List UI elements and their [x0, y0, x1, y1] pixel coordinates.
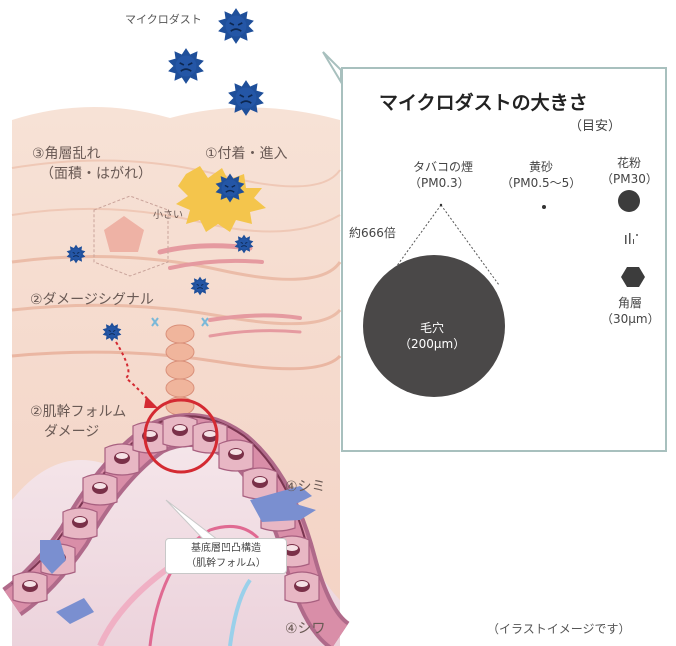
skin-trunk-damage-label: ②肌幹フォルム — [30, 404, 127, 420]
basal-structure-callout: 基底層凹凸構造 （肌幹フォルム） — [165, 538, 287, 574]
pore-size-label: （200μm） — [399, 337, 466, 351]
corneum-disorder-label: ③角層乱れ — [32, 146, 101, 162]
pollen-label: 花粉 — [617, 156, 642, 170]
melanocyte — [40, 540, 66, 574]
corneum-hexagon — [621, 267, 645, 287]
corneum-disorder-sublabel: （面積・はがれ） — [40, 166, 152, 182]
tobacco-label: タバコの煙 — [413, 160, 474, 174]
attach-enter-label: ①付着・進入 — [205, 146, 288, 162]
damage-highlight-circle — [143, 398, 219, 474]
tobacco-smoke-dot — [439, 203, 443, 207]
melanocyte — [250, 486, 316, 522]
panel-title: マイクロダストの大きさ — [379, 92, 588, 114]
yellow-sand-pm-label: （PM0.5〜5） — [501, 176, 582, 190]
small-label: 小さい — [153, 210, 183, 221]
basal-structure-sublabel: （肌幹フォルム） — [186, 558, 266, 569]
melanocyte — [56, 598, 94, 624]
pore-circle — [363, 255, 505, 397]
pore-label: 毛穴 — [420, 321, 445, 335]
spots-label: ④シミ — [285, 479, 326, 495]
corneum-label: 角層 — [618, 296, 643, 310]
panel-subtitle: （目安） — [569, 119, 622, 134]
size-comparison-panel: マイクロダストの大きさ （目安） タバコの煙 （PM0.3） 黄砂 （PM0.5… — [341, 67, 667, 452]
pollen-dot — [618, 190, 640, 212]
tobacco-pm-label: （PM0.3） — [409, 176, 470, 190]
pollen-pm-label: （PM30） — [601, 172, 658, 186]
micro-dust-label: マイクロダスト — [125, 13, 202, 26]
wrinkles-label: ④シワ — [285, 621, 326, 637]
illustration-footnote: （イラストイメージです） — [487, 622, 631, 636]
damage-signal-label: ②ダメージシグナル — [30, 292, 154, 308]
skin-trunk-damage-sublabel: ダメージ — [44, 424, 100, 440]
yellow-sand-label: 黄砂 — [529, 160, 554, 174]
basal-structure-label: 基底層凹凸構造 — [191, 543, 261, 554]
corneum-size-label: （30μm） — [601, 312, 660, 326]
yellow-sand-dot — [542, 205, 546, 209]
scale-marks — [625, 233, 638, 244]
size-comparison-graphic — [363, 190, 645, 397]
ratio-label: 約666倍 — [349, 226, 396, 240]
pentagon-cell — [104, 216, 144, 252]
